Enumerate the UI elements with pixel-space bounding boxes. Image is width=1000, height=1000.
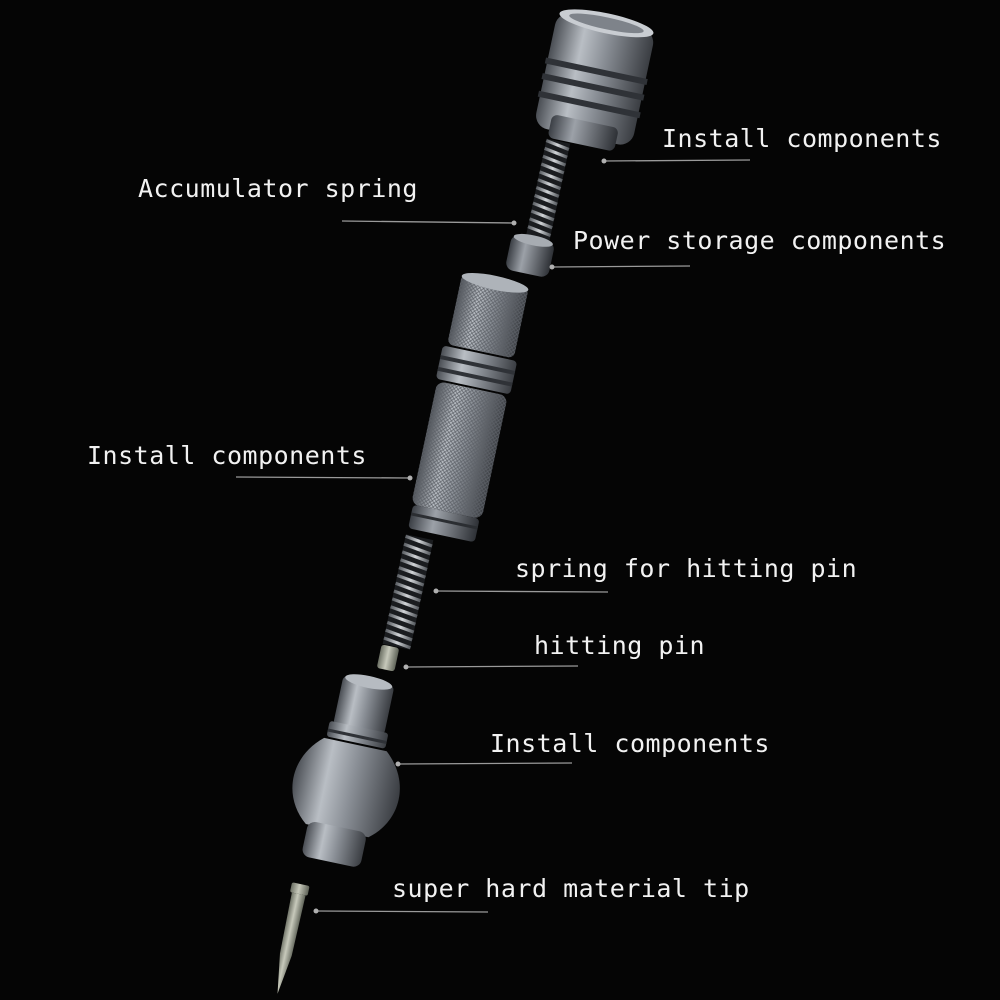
leader-line-nose-piece <box>397 762 573 765</box>
leader-line-accumulator-spring <box>341 220 515 224</box>
label-hitting-pin: hitting pin <box>534 631 706 660</box>
leader-line-hitting-spring <box>435 590 609 593</box>
hitting-pin-part <box>377 644 399 672</box>
main-body-part <box>408 272 529 542</box>
label-tip: super hard material tip <box>392 874 750 903</box>
leader-lines <box>235 159 751 913</box>
label-power-storage: Power storage components <box>573 226 947 255</box>
top-cap-part <box>536 9 654 151</box>
leader-line-hitting-pin <box>405 665 579 668</box>
leader-line-tip <box>315 910 489 913</box>
label-hitting-spring: spring for hitting pin <box>515 554 858 583</box>
label-top-cap: Install components <box>662 124 942 153</box>
label-main-body: Install components <box>87 441 367 470</box>
leader-line-top-cap <box>603 159 751 162</box>
power-storage-part <box>506 233 554 277</box>
leader-line-power-storage <box>551 265 691 268</box>
nose-piece-part <box>292 674 400 867</box>
leader-dots <box>313 158 607 914</box>
label-accumulator-spring: Accumulator spring <box>138 174 418 203</box>
label-nose-piece: Install components <box>490 729 770 758</box>
hitting-spring-part <box>382 534 434 650</box>
accumulator-spring-part <box>525 138 571 242</box>
leader-line-main-body <box>235 476 411 479</box>
tip-part <box>277 882 310 994</box>
